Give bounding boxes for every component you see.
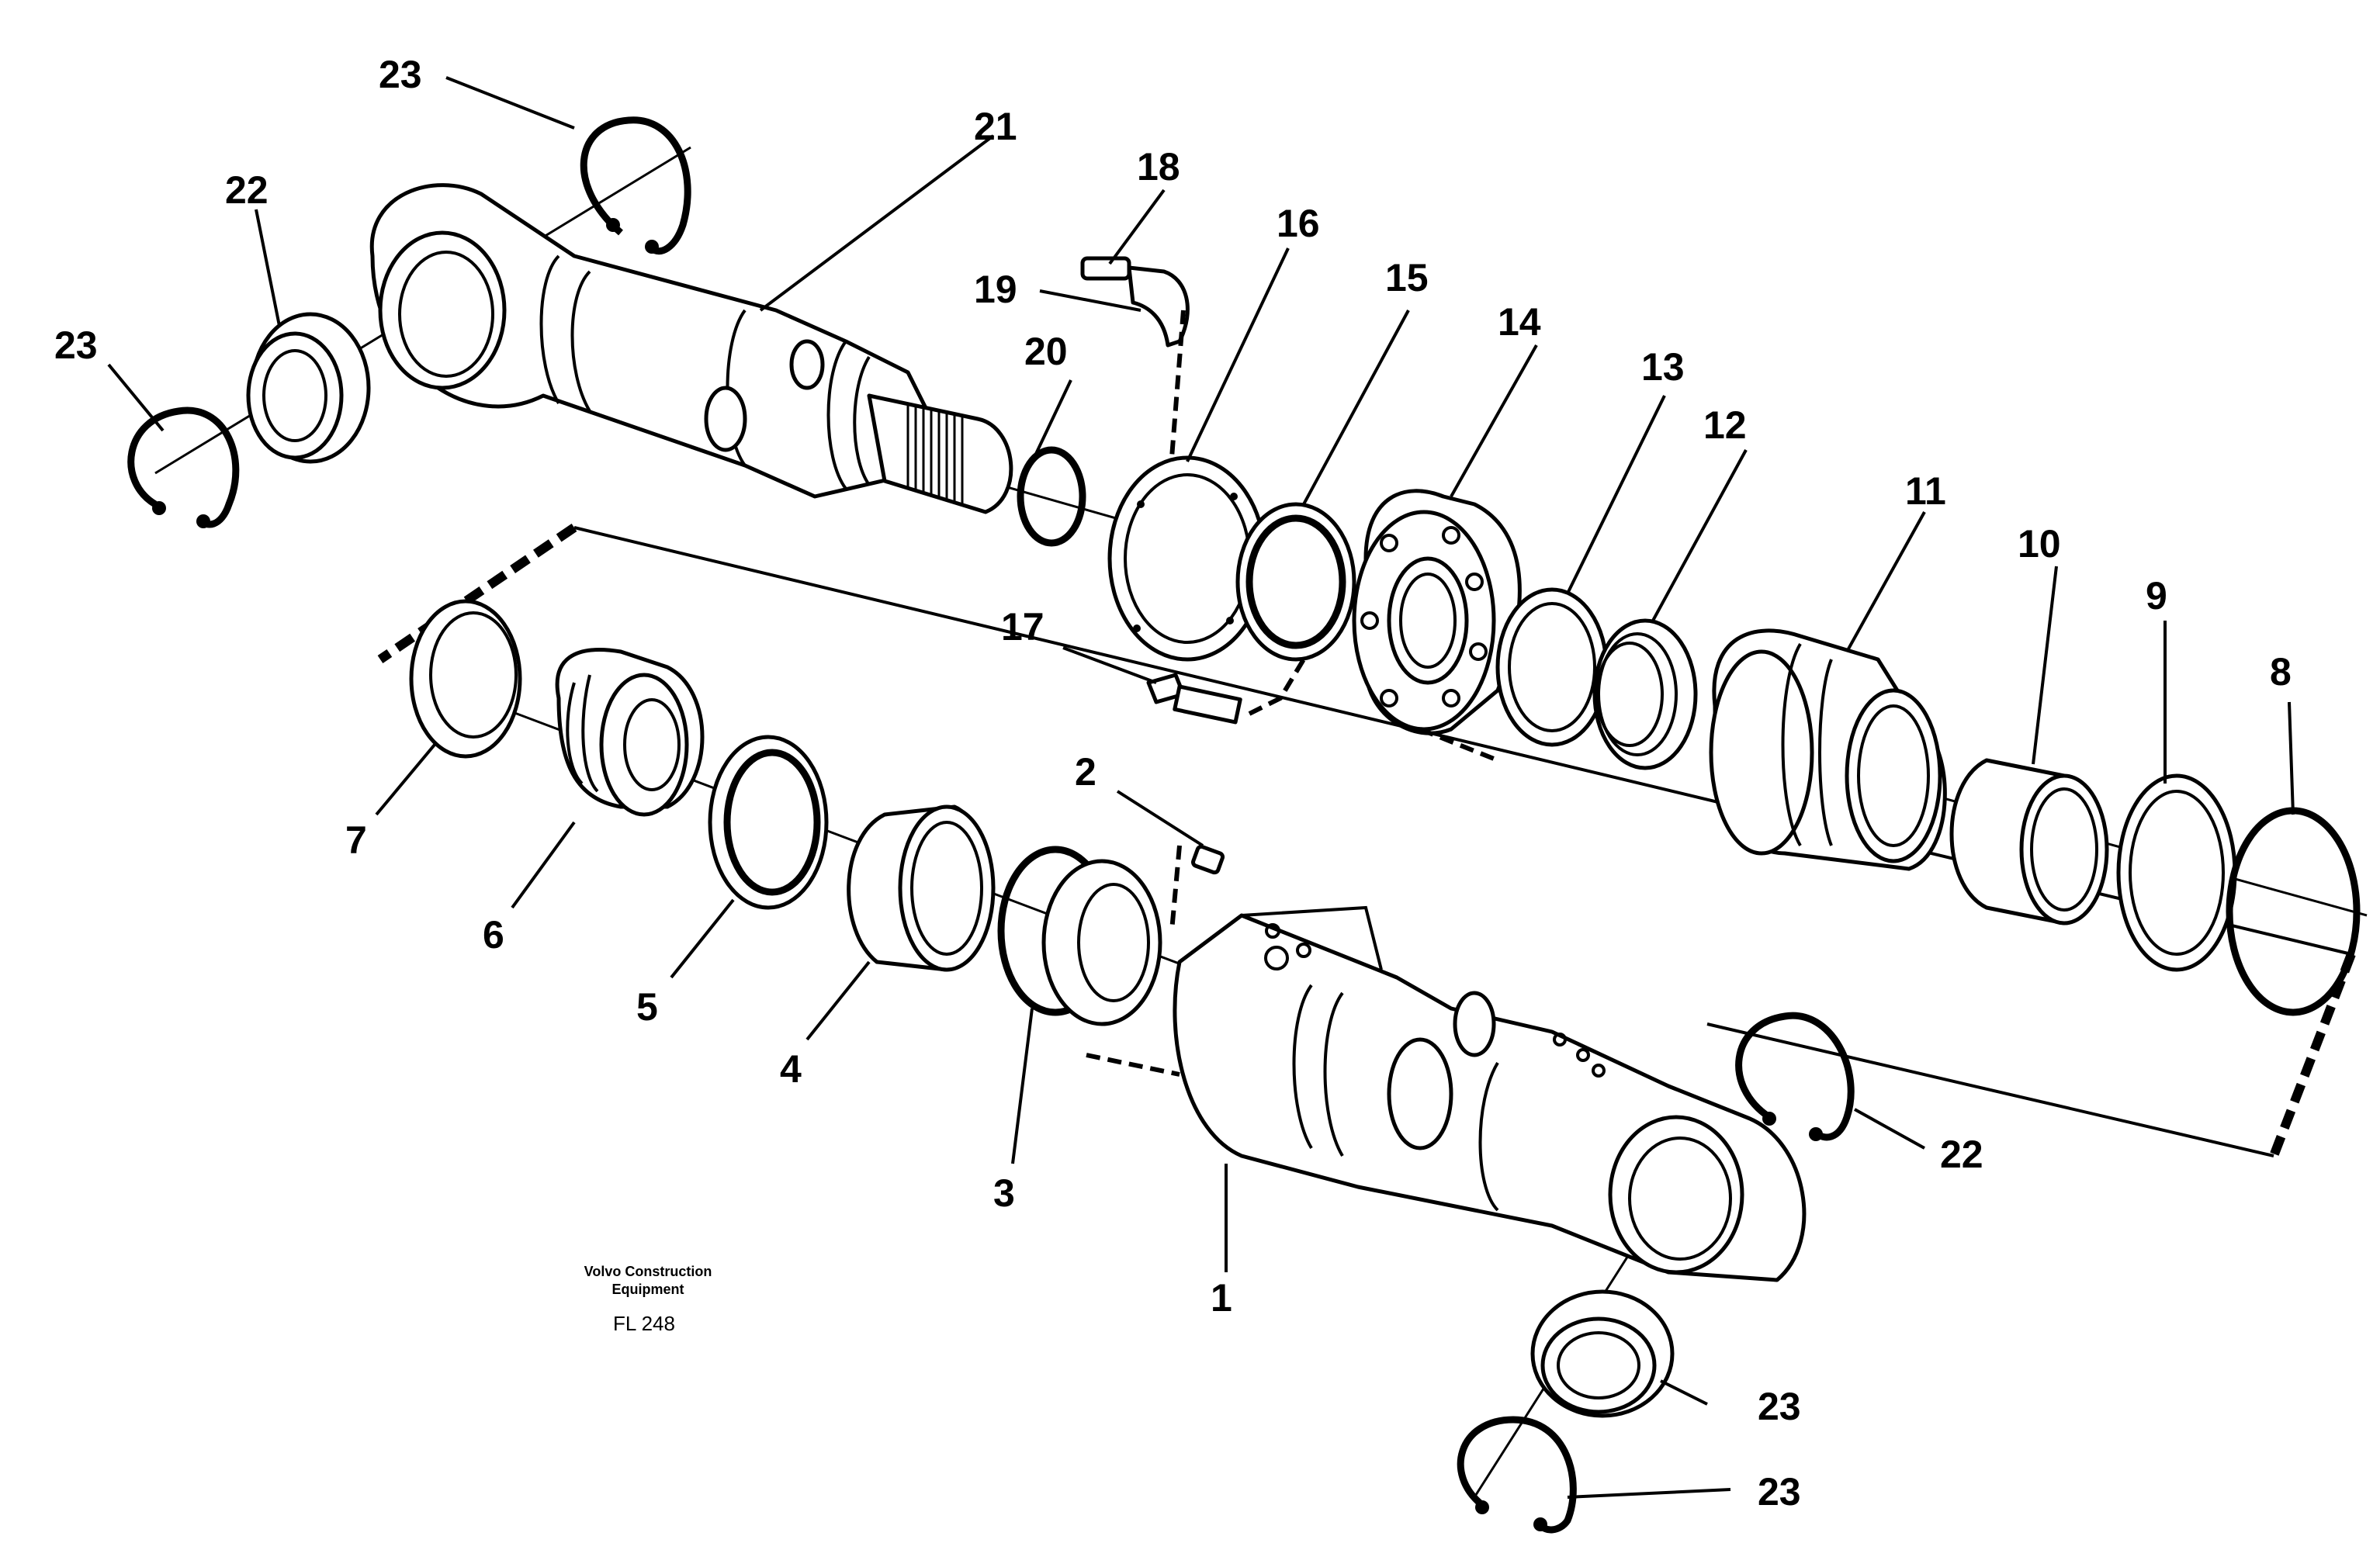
label-2: 2 (1075, 750, 1096, 794)
label-8: 8 (2270, 650, 2292, 694)
label-7: 7 (345, 818, 367, 862)
seal-3 (997, 846, 1162, 1026)
label-1: 1 (1211, 1276, 1232, 1320)
leader-lines (107, 76, 2295, 1499)
group-bracket-line-bottom (1706, 1022, 2274, 1157)
label-22-bottom: 23 (1758, 1385, 1801, 1428)
bearing-top-left (246, 312, 371, 464)
label-18: 18 (1137, 145, 1180, 189)
gland-11 (1709, 628, 1947, 871)
circlip-right (1735, 1012, 1855, 1141)
caption-line2: Equipment (612, 1282, 684, 1297)
cylinder-tube-1 (1086, 905, 1807, 1282)
label-12: 12 (1703, 403, 1747, 447)
circlip-top-left (580, 116, 691, 255)
label-19: 19 (974, 268, 1017, 311)
label-4: 4 (780, 1047, 802, 1091)
group-bracket-dash-left (377, 524, 577, 663)
bushing-10 (1949, 758, 2109, 925)
label-23-left: 23 (54, 323, 98, 367)
label-13: 13 (1641, 345, 1685, 389)
label-6: 6 (483, 913, 504, 957)
seal-15 (1235, 502, 1356, 662)
bearing-bottom (1530, 1289, 1675, 1418)
seal-5 (708, 735, 829, 910)
caption-line1: Volvo Construction (584, 1264, 712, 1279)
piston-rod-eye (369, 183, 1013, 514)
ring-7 (409, 599, 522, 759)
bolt-17 (1146, 658, 1306, 725)
label-3: 3 (993, 1171, 1015, 1215)
label-23-bottom: 23 (1758, 1470, 1801, 1514)
label-23-right: 22 (1940, 1133, 1983, 1176)
o-ring-20 (1017, 446, 1086, 547)
label-17: 17 (1001, 605, 1044, 649)
guide-ring-4 (847, 804, 996, 972)
threaded-ring-12 (1592, 618, 1698, 770)
label-15: 15 (1385, 256, 1429, 299)
label-20: 20 (1024, 330, 1068, 373)
screw-lock-18-19 (1080, 256, 1190, 458)
wiper-13 (1495, 587, 1609, 747)
label-22-top: 22 (225, 168, 268, 212)
piston-6 (555, 648, 705, 817)
label-21: 21 (974, 105, 1017, 148)
circlip-left (127, 407, 240, 528)
label-9: 9 (2146, 574, 2167, 618)
label-11: 11 (1905, 469, 1946, 513)
circlip-bottom (1457, 1416, 1577, 1534)
label-5: 5 (636, 985, 658, 1029)
cylinder-head-14 (1352, 489, 1522, 763)
label-16: 16 (1277, 202, 1320, 245)
label-23-top: 23 (379, 53, 422, 96)
label-14: 14 (1498, 300, 1541, 344)
grease-nipple-2 (1169, 844, 1225, 932)
label-10: 10 (2018, 522, 2061, 566)
snap-ring-8 (2226, 807, 2361, 1016)
caption-code: FL 248 (613, 1312, 675, 1335)
ring-9 (2116, 773, 2237, 972)
